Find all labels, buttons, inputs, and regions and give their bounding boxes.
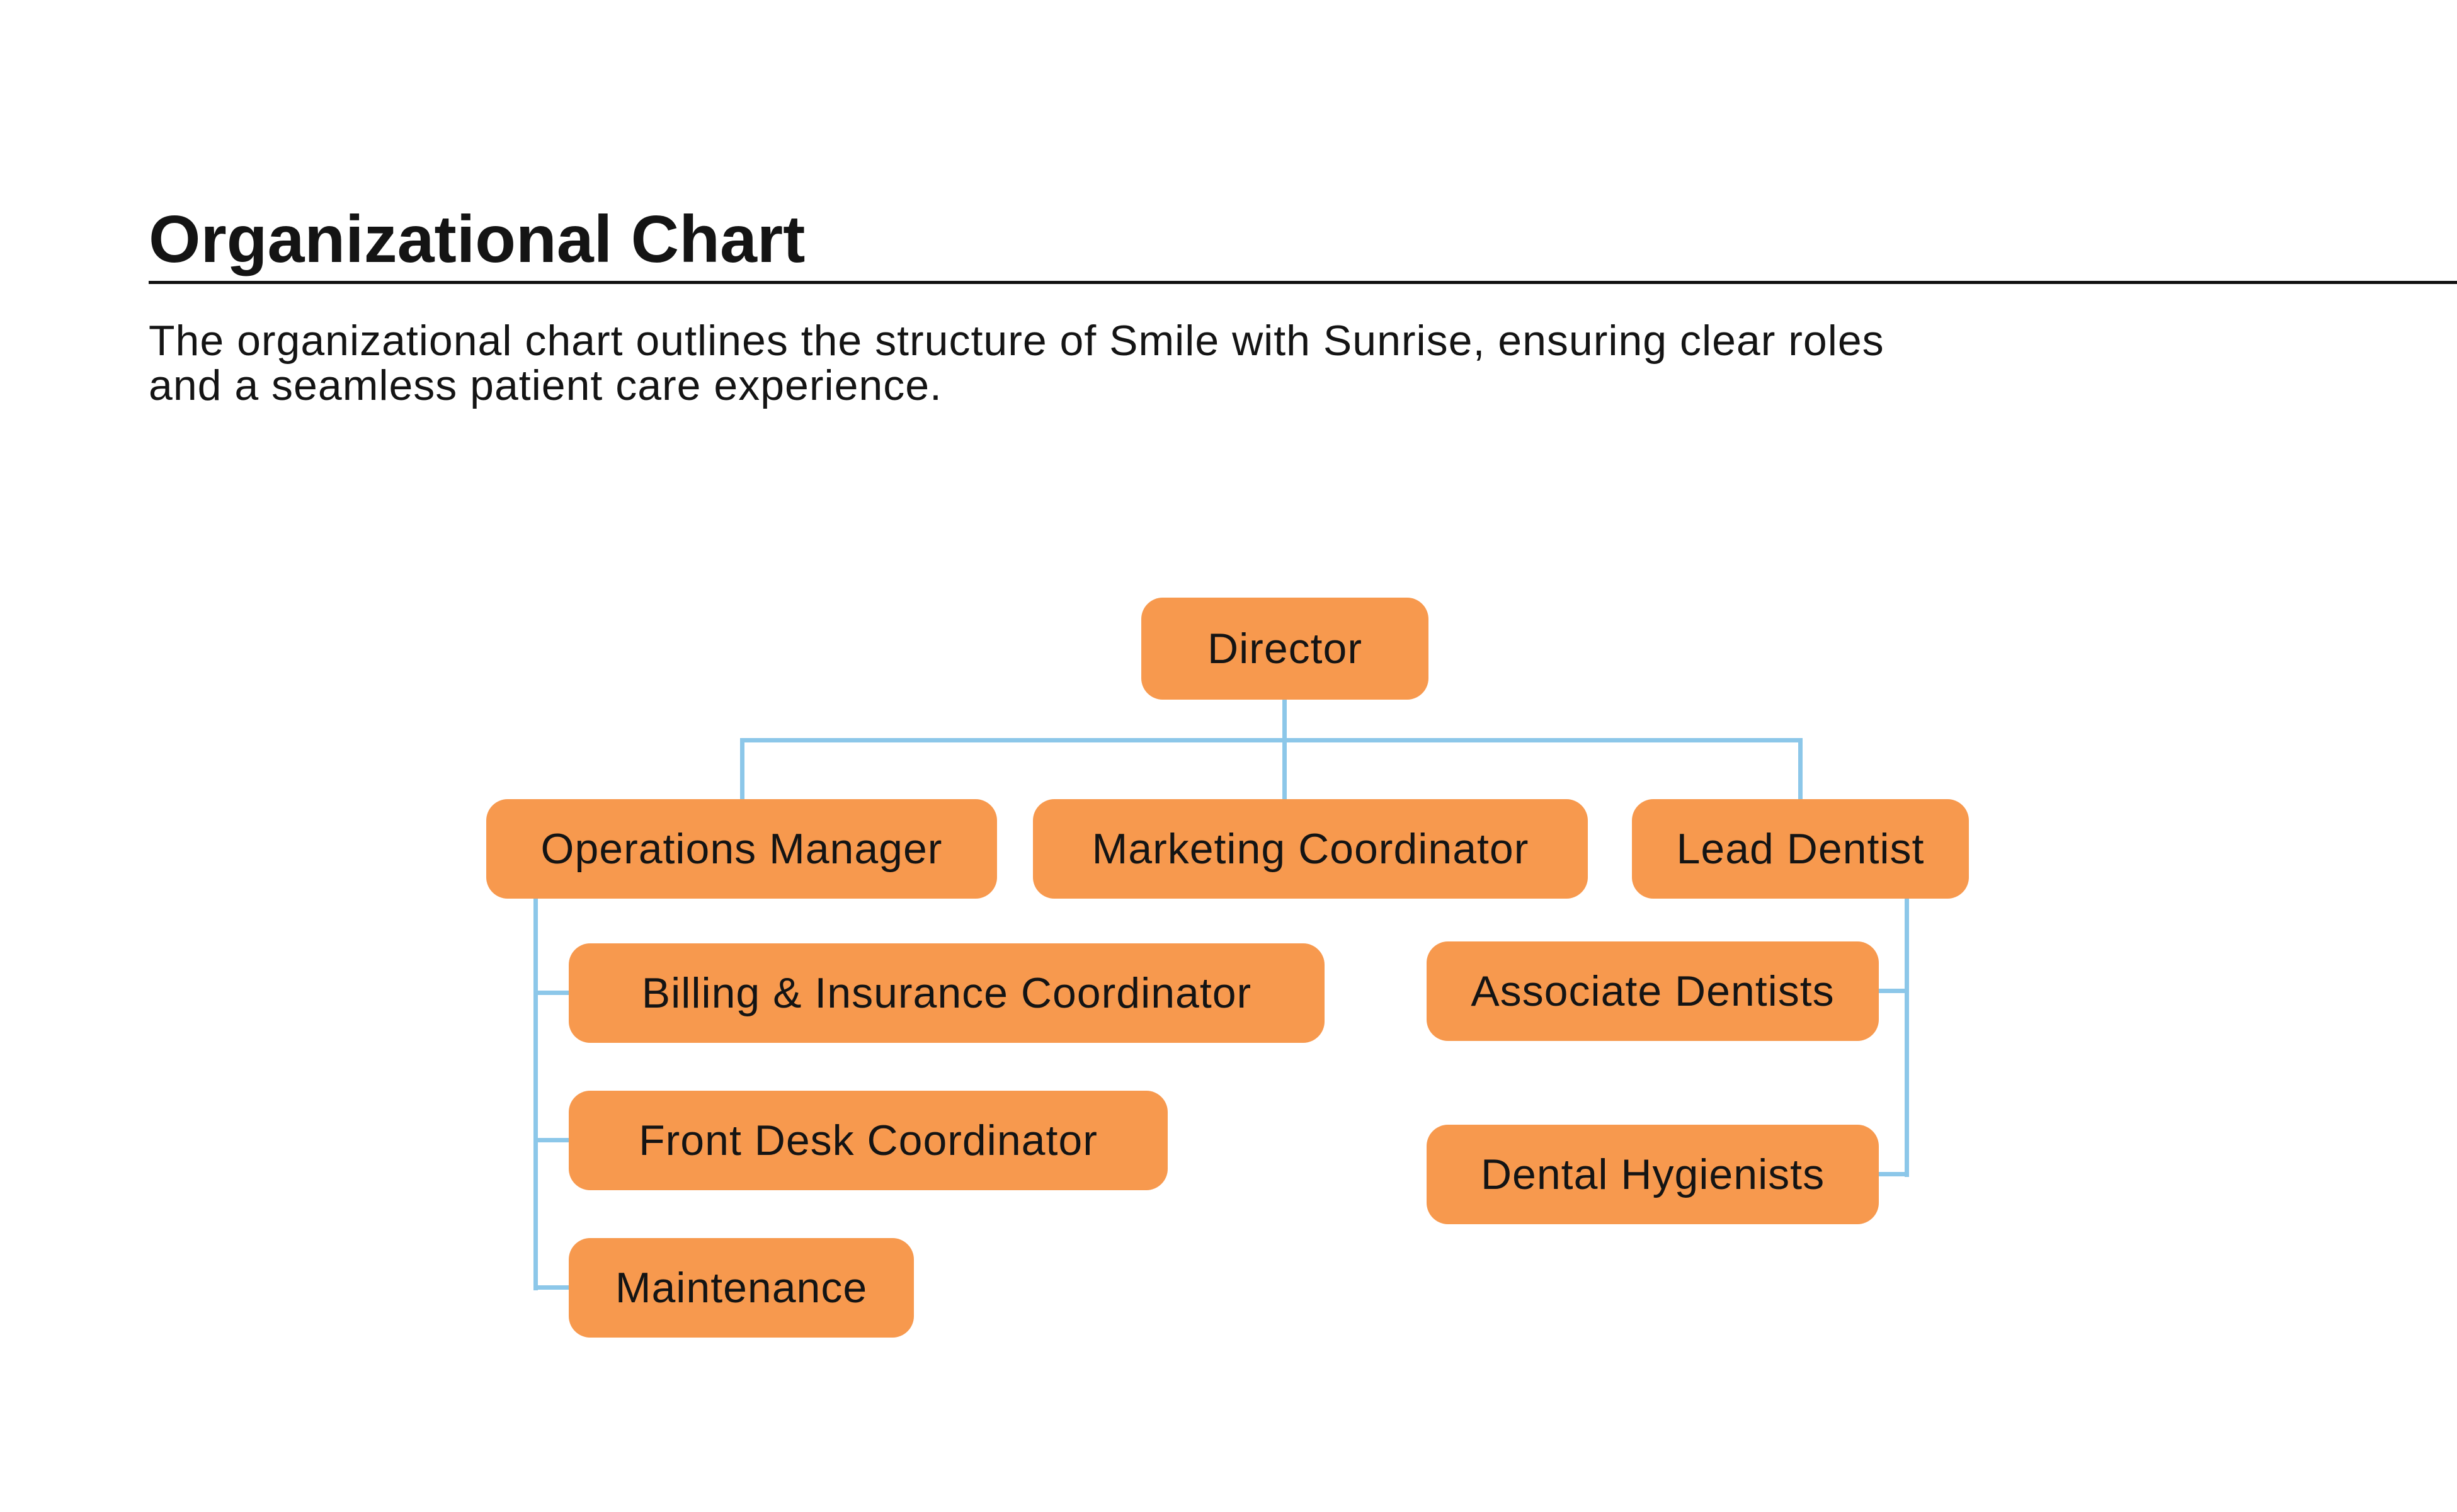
org-node-maintenance: Maintenance	[569, 1238, 914, 1338]
connector-stub-front-desk	[533, 1138, 569, 1142]
org-node-billing-insurance-coordinator: Billing & Insurance Coordinator	[569, 943, 1325, 1043]
org-node-operations-manager: Operations Manager	[486, 799, 997, 899]
connector-lead-dentist-riser	[1798, 738, 1803, 799]
org-node-associate-dentists: Associate Dentists	[1427, 941, 1879, 1041]
org-node-label: Front Desk Coordinator	[639, 1117, 1098, 1164]
connector-lead-dentist-drop	[1905, 899, 1909, 1177]
org-node-lead-dentist: Lead Dentist	[1632, 799, 1969, 899]
description-line-1: The organizational chart outlines the st…	[149, 317, 1884, 365]
org-node-label: Lead Dentist	[1676, 825, 1925, 873]
org-node-label: Marketing Coordinator	[1092, 825, 1529, 873]
org-node-label: Dental Hygienists	[1480, 1151, 1825, 1198]
org-node-front-desk-coordinator: Front Desk Coordinator	[569, 1091, 1168, 1190]
org-node-label: Operations Manager	[540, 825, 943, 873]
org-node-label: Associate Dentists	[1471, 967, 1835, 1015]
connector-top-bar	[740, 738, 1803, 742]
org-node-label: Maintenance	[615, 1264, 868, 1312]
connector-stub-billing	[533, 991, 569, 995]
org-node-label: Director	[1207, 625, 1363, 673]
connector-operations-riser	[740, 738, 744, 799]
connector-stub-dental-hygienists	[1879, 1172, 1909, 1176]
page-title: Organizational Chart	[149, 202, 806, 276]
org-node-director: Director	[1141, 598, 1428, 700]
description-line-2: and a seamless patient care experience.	[149, 361, 942, 409]
page-description: The organizational chart outlines the st…	[149, 319, 1884, 408]
org-node-label: Billing & Insurance Coordinator	[641, 969, 1252, 1017]
connector-operations-drop	[533, 899, 538, 1290]
title-underline	[149, 281, 2457, 284]
org-node-marketing-coordinator: Marketing Coordinator	[1033, 799, 1588, 899]
org-node-dental-hygienists: Dental Hygienists	[1427, 1125, 1879, 1224]
connector-stub-associate-dentists	[1879, 989, 1909, 993]
connector-director-drop	[1282, 700, 1287, 799]
connector-stub-maintenance	[533, 1285, 569, 1290]
